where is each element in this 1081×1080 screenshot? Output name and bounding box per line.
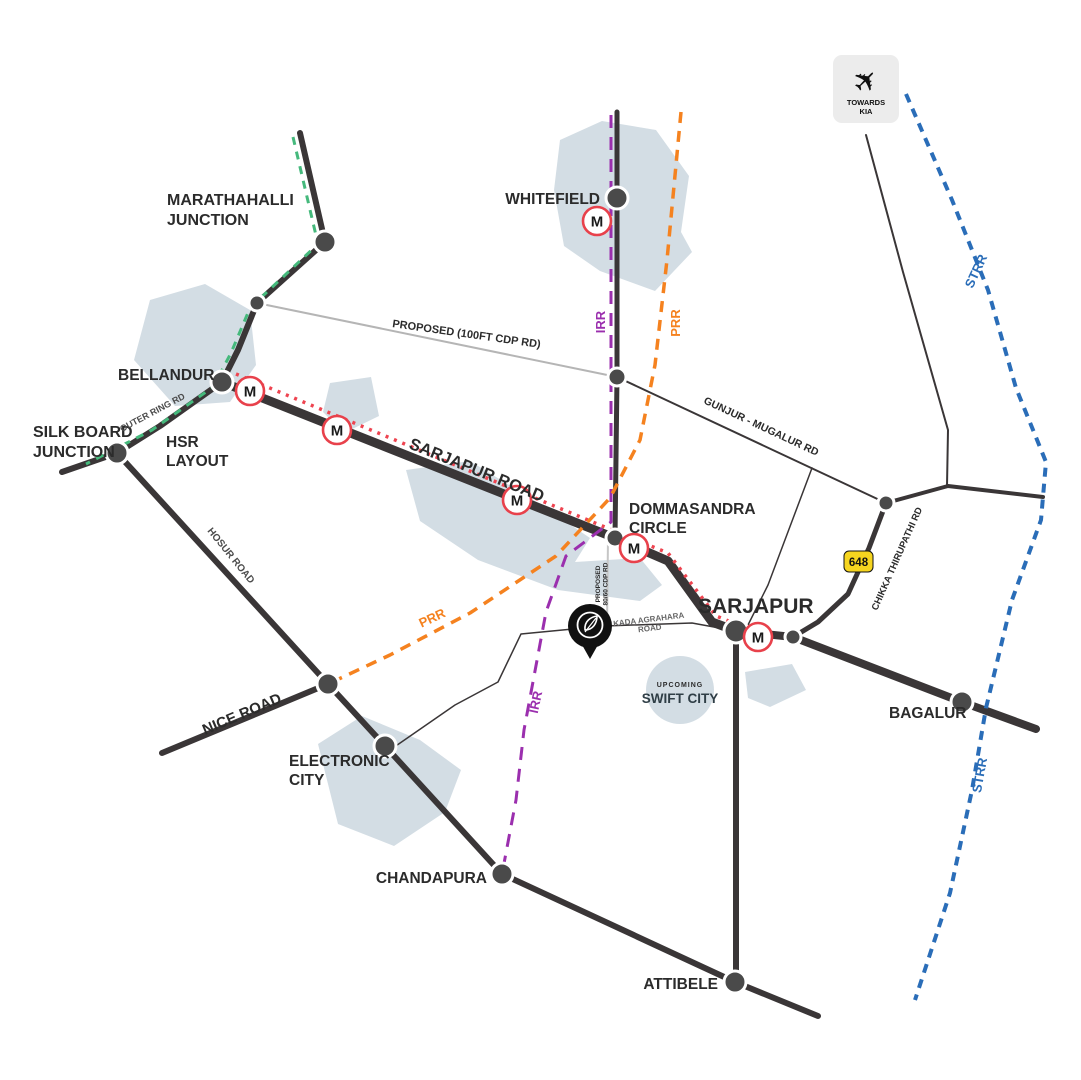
bagalur-side-area <box>745 664 806 707</box>
label-bellandur: BELLANDUR <box>118 367 214 384</box>
label-chandapura: CHANDAPURA <box>376 870 487 887</box>
label-attibele: ATTIBELE <box>643 976 718 993</box>
highway-648-label: 648 <box>849 557 869 569</box>
label-prr-top: PRR <box>668 309 683 337</box>
sarjapur-road-area-2 <box>406 461 662 601</box>
gunjur-mugalur-road <box>616 376 887 504</box>
chikka-thirupathi-road <box>790 500 889 640</box>
attibele-node <box>722 969 748 995</box>
sarjapur-road <box>217 377 741 636</box>
towards-kia-line2: KIA <box>860 107 874 116</box>
nice-road <box>159 681 331 756</box>
metro-sarjapur-road-2 <box>501 484 533 516</box>
metro-bellandur-letter: M <box>244 384 257 401</box>
hosur-nice-junction-node <box>315 671 341 697</box>
swift-city-circle <box>646 656 714 724</box>
metro-sarjapur-road-1-letter: M <box>331 423 344 440</box>
metro-sarjapur-letter: M <box>752 630 765 647</box>
chikka-junction-node <box>876 493 896 513</box>
proposed-100ft-cdp-road <box>256 302 618 378</box>
label-upcoming: UPCOMING <box>657 682 704 689</box>
label-irr-bottom: IRR <box>526 689 545 715</box>
metro-whitefield <box>581 205 613 237</box>
whitefield-node <box>604 185 630 211</box>
leaf-logo-icon <box>576 611 604 639</box>
label-strr-bottom: STRR <box>969 756 990 794</box>
whitefield-vertical-road <box>612 109 620 541</box>
metro-sarjapur <box>742 621 774 653</box>
towards-kia-box <box>833 55 899 123</box>
east-link-road <box>884 484 1045 505</box>
gunjur-sarjapur-link-road <box>747 467 813 626</box>
metro-sarjapur-road-2-letter: M <box>511 493 524 510</box>
label-whitefield: WHITEFIELD <box>505 191 600 208</box>
silk-board-node <box>104 440 130 466</box>
cdp-branch-node <box>247 293 267 313</box>
metro-sarjapur-road-1 <box>321 414 353 446</box>
kada-agrahara-road <box>389 622 737 751</box>
kia-access-road <box>865 134 949 487</box>
irr-line <box>500 115 613 875</box>
marathahalli-node <box>312 229 338 255</box>
highway-648-badge <box>843 550 874 573</box>
chandapura-node <box>489 861 515 887</box>
metro-line-red-dotted <box>235 372 747 630</box>
label-sarjapur: SARJAPUR <box>698 595 814 618</box>
bagalur-node <box>949 689 975 715</box>
towards-kia-line1: TOWARDS <box>847 98 885 107</box>
metro-dommasandra-letter: M <box>628 541 641 558</box>
gunjur-cross-node <box>606 366 628 388</box>
sarjapur-east-node <box>783 627 803 647</box>
electronic-city-node <box>372 733 398 759</box>
leaf-logo-icon <box>584 615 598 631</box>
metro-bellandur <box>234 375 266 407</box>
hosur-road <box>114 450 821 1019</box>
electronic-city-area <box>318 716 461 846</box>
label-irr-top: IRR <box>593 310 608 333</box>
bellandur-node <box>209 369 235 395</box>
label-swift-city: SWIFT CITY <box>642 691 719 706</box>
leaf-logo-icon <box>584 617 597 633</box>
strr-line <box>904 93 1048 1001</box>
label-bagalur: BAGALUR <box>889 705 967 722</box>
proposed-80-60-road <box>606 537 609 628</box>
metro-dommasandra <box>618 532 650 564</box>
label-proposed-80-60: PROPOSED80/60 CDP RD <box>595 562 610 605</box>
metro-whitefield-letter: M <box>591 214 604 231</box>
